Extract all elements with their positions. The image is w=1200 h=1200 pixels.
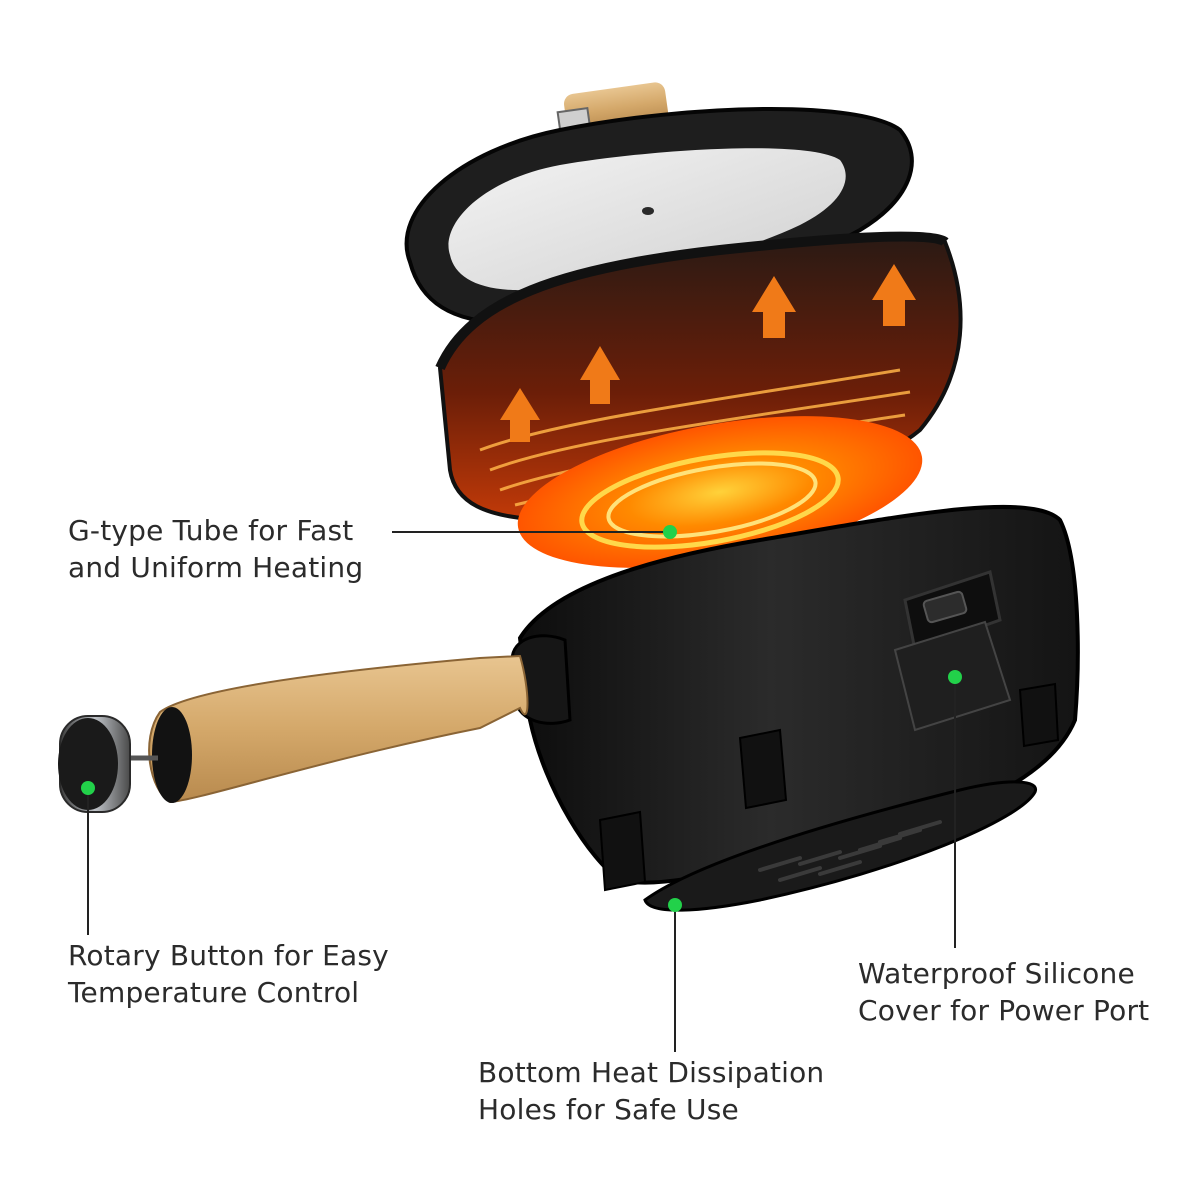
inner-pan-rim bbox=[435, 231, 949, 371]
heat-arrow-icon bbox=[500, 264, 916, 442]
callout-waterproof-cover: Waterproof Silicone Cover for Power Port bbox=[858, 955, 1149, 1029]
callout-rotary-line2: Temperature Control bbox=[68, 976, 360, 1009]
marker-dot-g-tube bbox=[663, 525, 677, 539]
lid bbox=[404, 82, 914, 325]
callout-bottom-line2: Holes for Safe Use bbox=[478, 1093, 739, 1126]
callout-waterproof-line1: Waterproof Silicone bbox=[858, 957, 1135, 990]
power-port-socket bbox=[922, 590, 968, 624]
handle-end-cap bbox=[152, 707, 192, 803]
wooden-handle bbox=[118, 654, 529, 804]
callout-g-tube-line1: G-type Tube for Fast bbox=[68, 514, 354, 547]
marker-dots bbox=[81, 525, 962, 912]
lid-glass bbox=[448, 148, 846, 291]
callout-waterproof-line2: Cover for Power Port bbox=[858, 994, 1150, 1027]
heating-coil bbox=[579, 450, 841, 550]
callout-rotary-line1: Rotary Button for Easy bbox=[68, 939, 389, 972]
leader-lines bbox=[87, 531, 956, 1052]
rotary-button-face bbox=[58, 718, 118, 810]
callout-bottom-holes: Bottom Heat Dissipation Holes for Safe U… bbox=[478, 1054, 824, 1128]
callout-g-tube: G-type Tube for Fast and Uniform Heating bbox=[68, 512, 363, 586]
marker-dot-rotary bbox=[81, 781, 95, 795]
handle-wood bbox=[148, 654, 529, 804]
marker-dot-bottom bbox=[668, 898, 682, 912]
callout-g-tube-line2: and Uniform Heating bbox=[68, 551, 364, 584]
cooker-body bbox=[510, 504, 1080, 892]
rotary-button bbox=[58, 715, 131, 813]
marker-dot-waterproof bbox=[948, 670, 962, 684]
feet bbox=[598, 682, 1060, 892]
callout-bottom-line1: Bottom Heat Dissipation bbox=[478, 1056, 825, 1089]
bottom-plate-shell bbox=[643, 780, 1037, 912]
heating-coil-inner bbox=[606, 461, 818, 539]
dissipation-holes bbox=[758, 820, 942, 882]
lid-vent-hole bbox=[642, 207, 654, 215]
callout-rotary-button: Rotary Button for Easy Temperature Contr… bbox=[68, 937, 389, 1011]
bottom-plate bbox=[643, 780, 1037, 912]
